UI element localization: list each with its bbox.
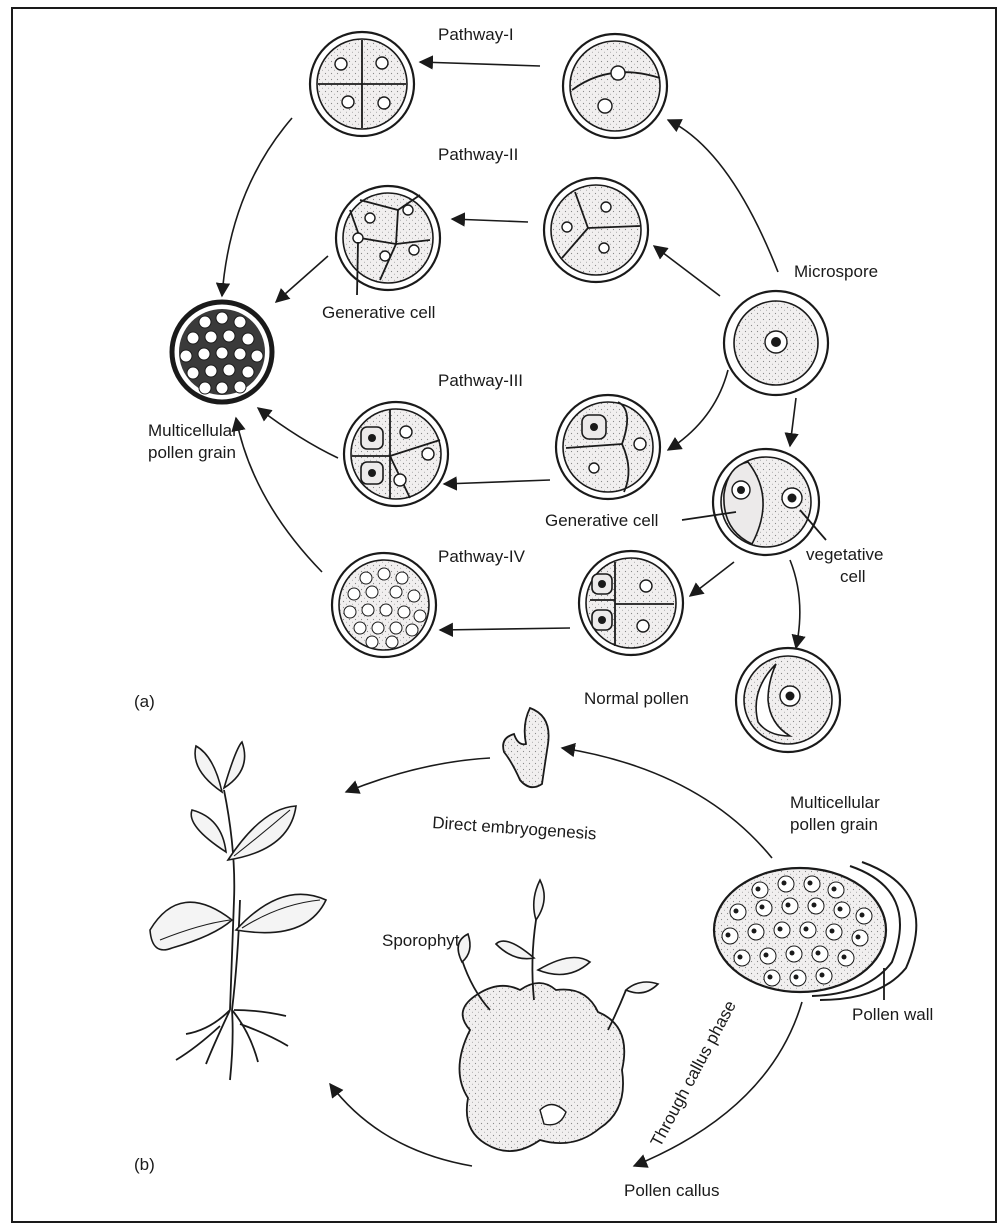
normal-pollen-grain bbox=[736, 648, 840, 752]
pathway2-arrow bbox=[452, 219, 528, 222]
multicellular-pollen-grain-left bbox=[172, 302, 272, 402]
arrow-callus-to-sporophyte bbox=[330, 1084, 472, 1166]
panel-b-label: (b) bbox=[134, 1155, 155, 1174]
multicellular-label-left-1: Multicellular bbox=[148, 421, 238, 440]
pathway2-label: Pathway-II bbox=[438, 145, 518, 164]
arrow-pathway4-to-multicellular bbox=[236, 418, 322, 572]
through-callus-phase-label: Through callus phase bbox=[647, 997, 740, 1149]
pathway3-label: Pathway-III bbox=[438, 371, 523, 390]
pollen-wall-label: Pollen wall bbox=[852, 1005, 933, 1024]
vegetative-label-1: vegetative bbox=[806, 545, 884, 564]
multicellular-label-left-2: pollen grain bbox=[148, 443, 236, 462]
arrow-pathway2-to-multicellular bbox=[276, 256, 328, 302]
arrow-microspore-to-pathway2 bbox=[654, 246, 720, 296]
pathway4-four-cell-grain bbox=[579, 551, 683, 655]
arrow-pathway3-to-multicellular bbox=[258, 408, 338, 458]
multicellular-label-right-1: Multicellular bbox=[790, 793, 880, 812]
pathway2-multi-cell-grain bbox=[336, 186, 440, 290]
pathway3-four-cell-grain bbox=[344, 402, 448, 506]
arrow-embryo-to-sporophyte bbox=[346, 758, 490, 792]
pathway4-label: Pathway-IV bbox=[438, 547, 526, 566]
sporophyte-plant bbox=[150, 742, 326, 1080]
microspore-label: Microspore bbox=[794, 262, 878, 281]
panel-a-label: (a) bbox=[134, 692, 155, 711]
embryo-shape bbox=[503, 708, 549, 787]
arrow-microspore-to-pathway1 bbox=[668, 120, 778, 272]
pathway1-arrow bbox=[420, 62, 540, 66]
direct-embryogenesis-label: Direct embryogenesis bbox=[432, 813, 597, 843]
normal-pollen-label: Normal pollen bbox=[584, 689, 689, 708]
pathway3-arrow bbox=[444, 480, 550, 484]
arrow-bicellular-to-normal-pollen bbox=[790, 560, 800, 648]
pollen-callus-label: Pollen callus bbox=[624, 1181, 719, 1200]
pathway4-multi-cell-grain bbox=[332, 553, 436, 657]
arrow-microspore-to-bicellular bbox=[790, 398, 796, 446]
pathway4-arrow bbox=[440, 628, 570, 630]
pathway1-two-cell-grain bbox=[563, 34, 667, 138]
pathway2-three-cell-grain bbox=[544, 178, 648, 282]
pollen-callus bbox=[458, 880, 658, 1151]
arrow-microspore-to-pathway3 bbox=[668, 370, 728, 450]
generative-cell-top-label: Generative cell bbox=[322, 303, 435, 322]
bicellular-grain bbox=[713, 449, 819, 555]
microspore-cell bbox=[724, 291, 828, 395]
pathway1-label: Pathway-I bbox=[438, 25, 514, 44]
sporophyte-label: Sporophyte bbox=[382, 931, 469, 950]
generative-cell-mid-label: Generative cell bbox=[545, 511, 658, 530]
generative-cell-leader-top bbox=[357, 242, 358, 295]
pathway1-four-cell-grain bbox=[310, 32, 414, 136]
pathway3-three-cell-grain bbox=[556, 395, 660, 499]
multicellular-pollen-grain-right bbox=[714, 862, 916, 1000]
multicellular-label-right-2: pollen grain bbox=[790, 815, 878, 834]
arrow-pathway1-to-multicellular bbox=[222, 118, 292, 296]
vegetative-label-2: cell bbox=[840, 567, 866, 586]
arrow-bicellular-to-pathway4 bbox=[690, 562, 734, 596]
